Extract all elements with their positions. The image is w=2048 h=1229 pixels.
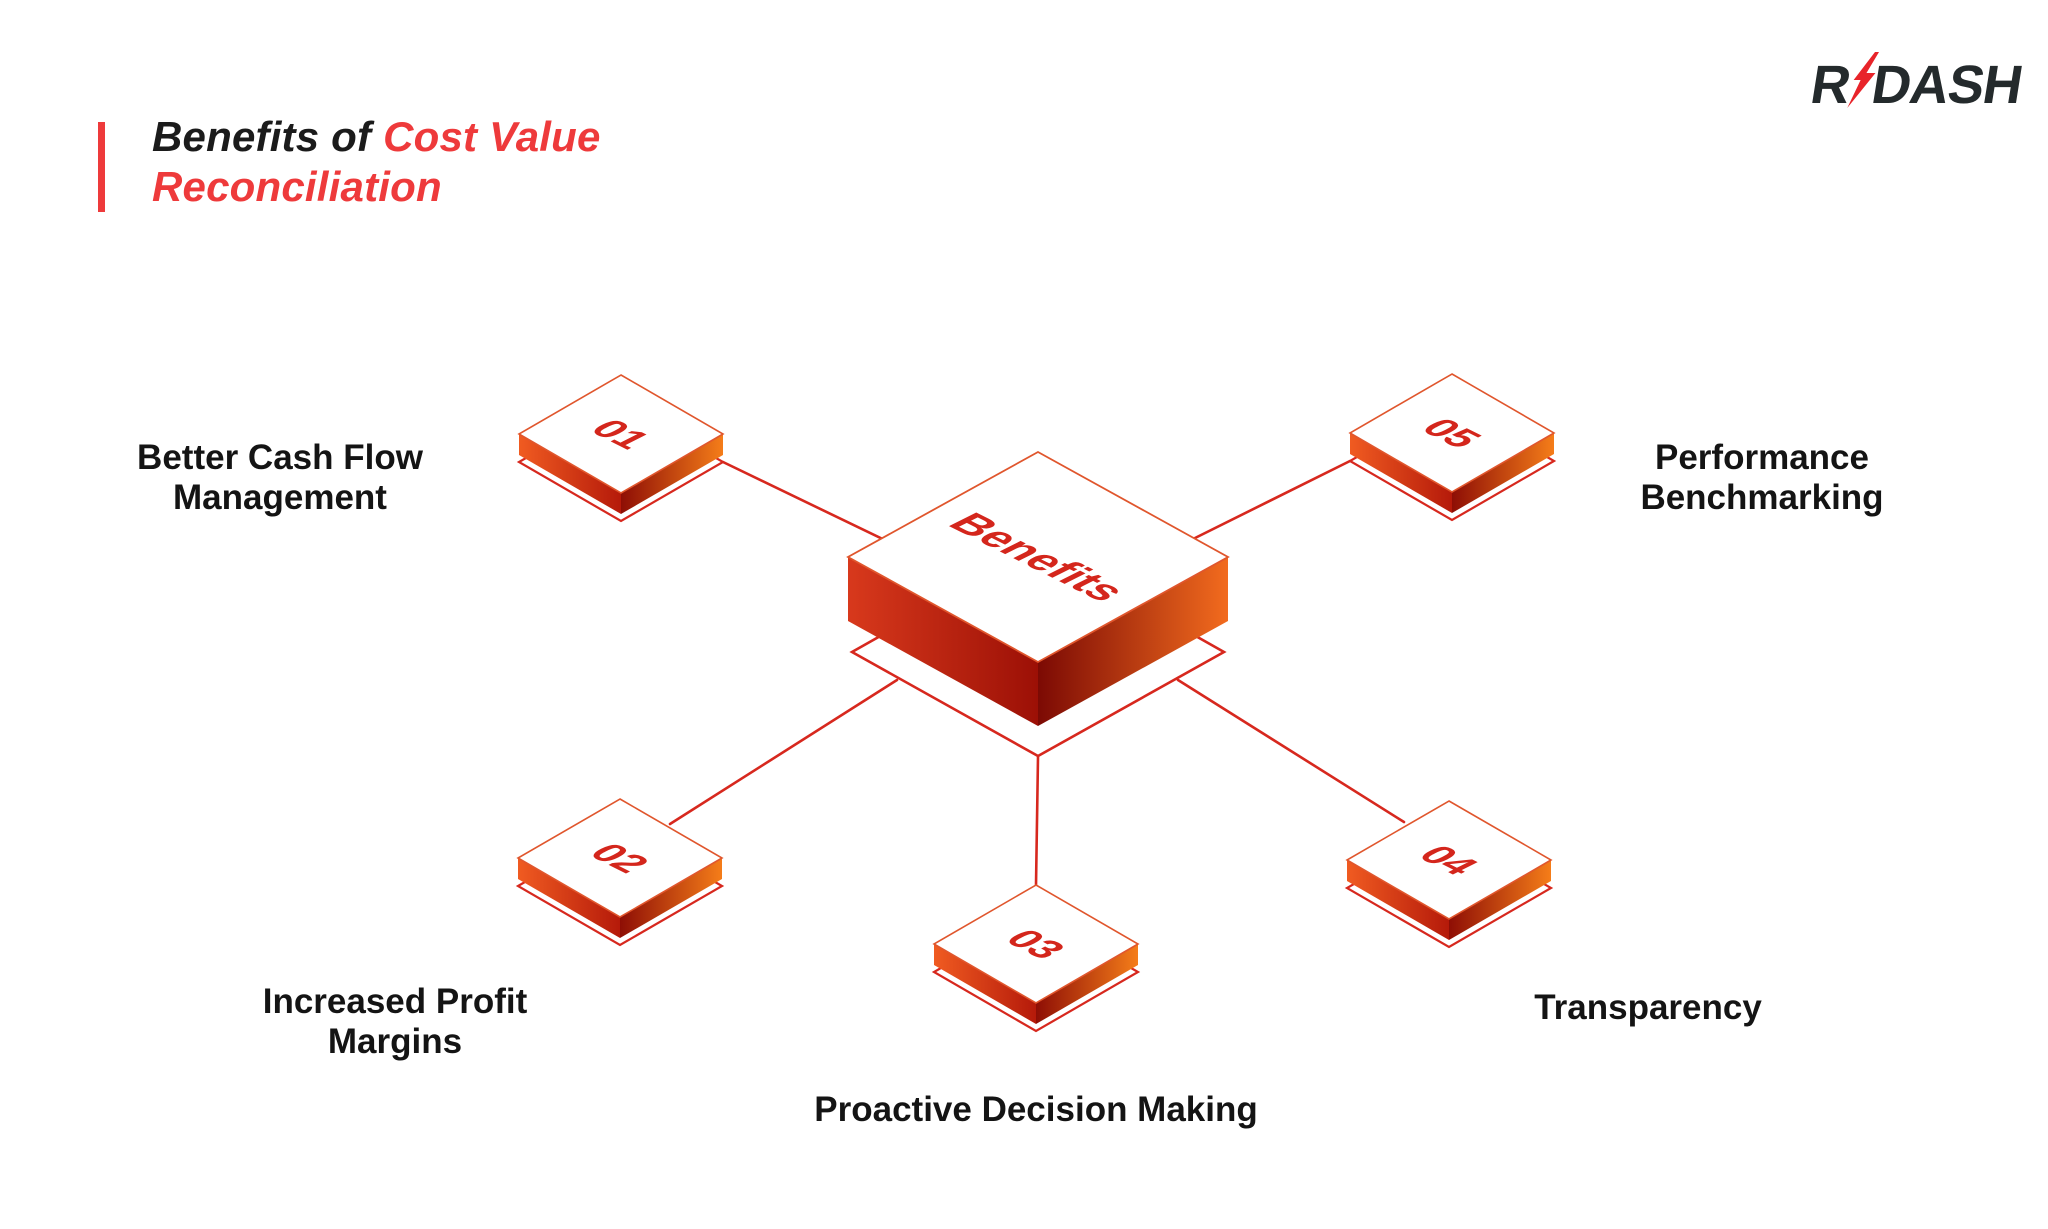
label-performance-benchmarking: Performance Benchmarking bbox=[1640, 438, 1884, 517]
page-title: Benefits of Cost Value Reconciliation bbox=[152, 112, 601, 211]
connector-line-05 bbox=[1183, 459, 1352, 545]
connector-line-01 bbox=[721, 460, 897, 547]
label-increased-profit: Increased Profit Margins bbox=[262, 982, 528, 1061]
title-prefix: Benefits of bbox=[152, 113, 372, 160]
tile-05: 05 bbox=[1348, 373, 1556, 513]
title-highlight-1: Cost Value bbox=[383, 113, 601, 160]
tile-04: 04 bbox=[1345, 800, 1553, 940]
center-box: Benefits bbox=[846, 450, 1230, 726]
connector-line-02 bbox=[668, 678, 899, 826]
label-better-cash-flow: Better Cash Flow Management bbox=[137, 438, 423, 517]
label-proactive-decision: Proactive Decision Making bbox=[814, 1090, 1258, 1129]
lightning-bolt-icon bbox=[1847, 52, 1879, 108]
title-highlight-2: Reconciliation bbox=[152, 162, 442, 210]
tile-01: 01 bbox=[517, 374, 725, 514]
tile-03: 03 bbox=[932, 884, 1140, 1024]
connector-line-03 bbox=[1034, 755, 1040, 887]
label-transparency: Transparency bbox=[1534, 988, 1762, 1027]
connector-line-04 bbox=[1176, 678, 1406, 824]
title-accent-bar bbox=[98, 122, 105, 212]
rdash-logo: R DASH bbox=[1807, 52, 2027, 115]
tile-02: 02 bbox=[516, 798, 724, 938]
